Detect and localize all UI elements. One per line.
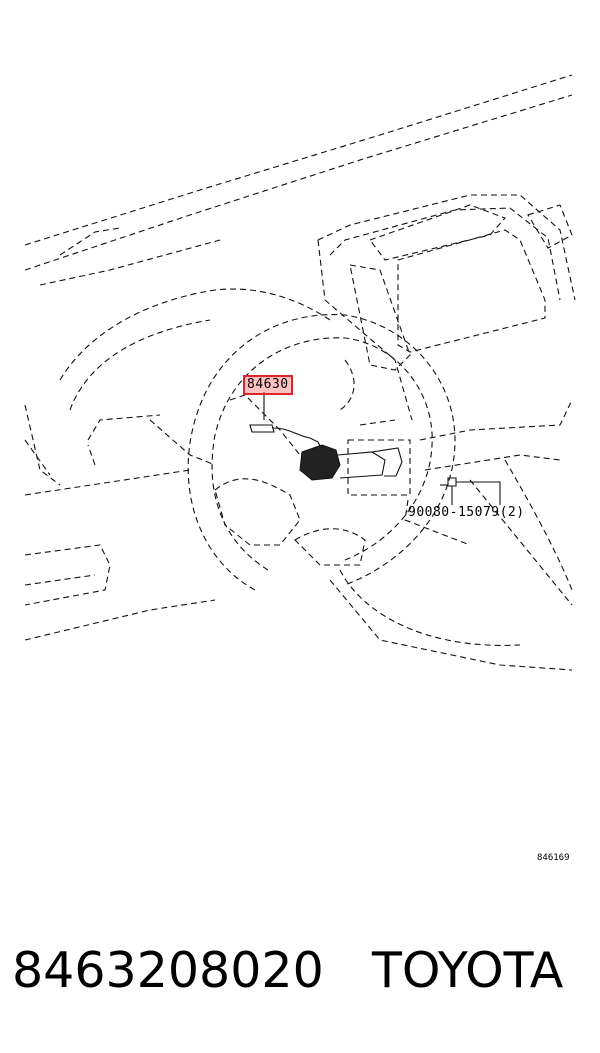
figure-number: 846169 [537,853,570,863]
part-callout-84630[interactable]: 84630 [243,375,293,395]
brand-name: TOYOTA [372,942,564,999]
parts-diagram: 84630 90080-15079(2) 846169 [24,74,576,863]
dashboard-line-drawing [24,74,576,671]
part-number: 8463208020 [12,942,324,999]
caption-bar: 8463208020 TOYOTA [0,935,600,1015]
bolt-callout[interactable]: 90080-15079(2) [408,505,525,520]
